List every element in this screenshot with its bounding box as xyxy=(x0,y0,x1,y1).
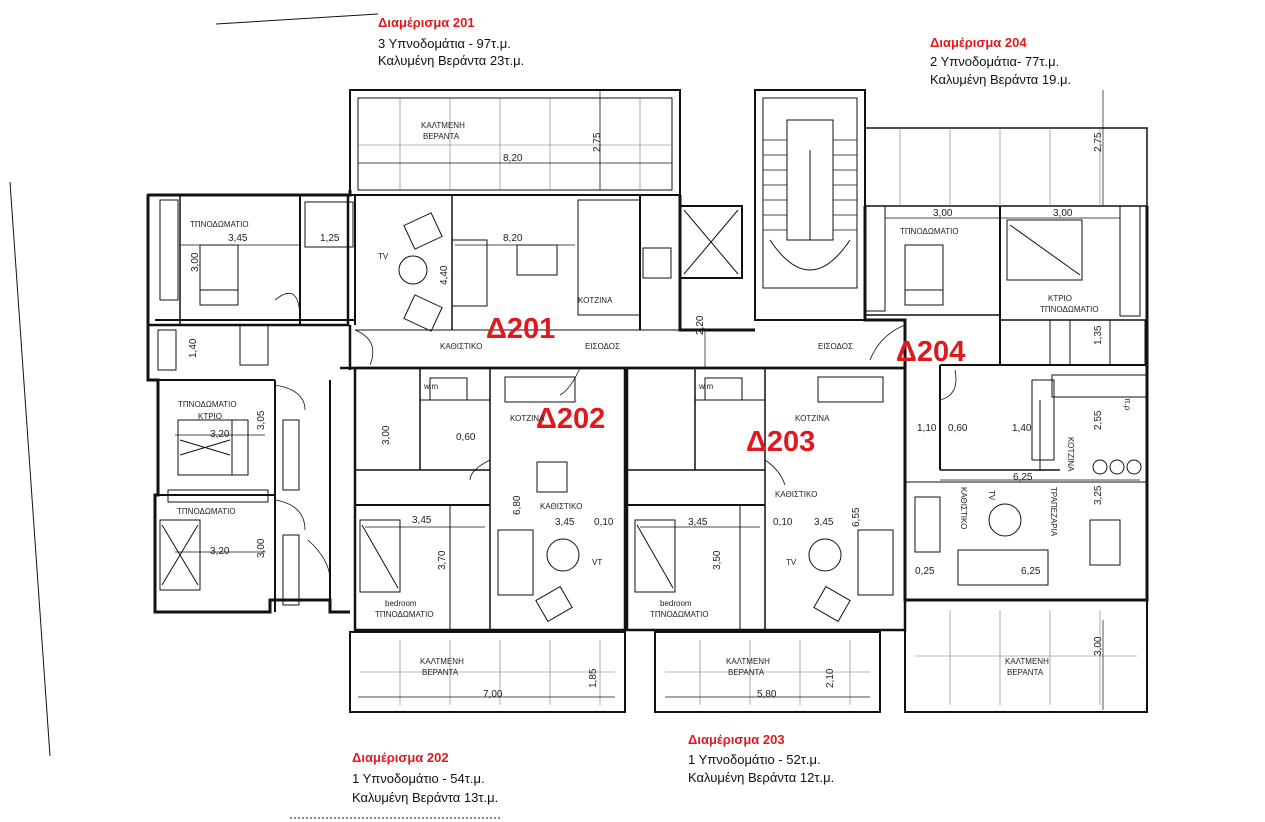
vt-label-202: VT xyxy=(592,558,603,567)
dim-bedroom3-h-201: 3,00 xyxy=(256,538,267,558)
room-master-204-b: ΤΠΝΟΔΩΜΑΤΙΟ xyxy=(1040,305,1099,314)
dim-kitchen-h-204: 2,55 xyxy=(1093,410,1104,430)
dim-veranda-depth-204: 2,75 xyxy=(1093,132,1104,152)
dim-gap-204: 0,60 xyxy=(948,423,968,434)
room-master-201-a: ΚΤΡΙΟ xyxy=(198,412,223,421)
veranda-label-1b: ΒΕΡΑΝΤΑ xyxy=(423,132,460,141)
wm-label-202: w.m xyxy=(424,382,439,391)
apt-204-line1: 2 Υπνοδομάτια- 77τ.μ. xyxy=(930,54,1060,69)
veranda-label-4b: ΒΕΡΑΝΤΑ xyxy=(1007,668,1044,677)
dim-living-h-201: 4,40 xyxy=(439,265,450,285)
dim-bedroom-w-201: 3,45 xyxy=(228,233,248,244)
room-dining-204: ΤΡΑΠΕΖΑΡΙΑ xyxy=(1049,487,1058,537)
veranda-label-3a: ΚΑΛΤΜΕΝΗ xyxy=(726,657,770,666)
dim-bath-h-204: 1,35 xyxy=(1093,325,1104,345)
badge-d204: Δ204 xyxy=(896,336,966,368)
dim-living-w-201: 8,20 xyxy=(503,233,523,244)
dim-gap-203: 0,10 xyxy=(773,517,793,528)
dim-veranda-h-204: 3,00 xyxy=(1093,636,1104,656)
dim-bath-w-201: 1,25 xyxy=(320,233,340,244)
veranda-label-2b: ΒΕΡΑΝΤΑ xyxy=(422,668,459,677)
dim-hall-w-204: 1,10 xyxy=(917,423,937,434)
apt-202-line1: 1 Υπνοδομάτιο - 54τ.μ. xyxy=(352,771,485,786)
apt-203-line1: 1 Υπνοδομάτιο - 52τ.μ. xyxy=(688,752,821,767)
veranda-label-2a: ΚΑΛΤΜΕΝΗ xyxy=(420,657,464,666)
dim-bedroom-w-204: 3,00 xyxy=(933,208,953,219)
room-bedroom-201c: ΤΠΝΟΔΩΜΑΤΙΟ xyxy=(177,507,236,516)
dim-veranda-width-201: 8,20 xyxy=(503,153,523,164)
apt-204-line2: Καλυμένη Βεράντα 19.μ. xyxy=(930,72,1072,87)
room-master-201-b: ΤΠΝΟΔΩΜΑΤΙΟ xyxy=(178,400,237,409)
room-bedroom-201a: ΤΠΝΟΔΩΜΑΤΙΟ xyxy=(190,220,249,229)
dim-bath-w-204: 1,40 xyxy=(1012,423,1032,434)
room-kitchen-202: ΚΟΤΖΙΝΑ xyxy=(510,414,545,423)
dim-corridor: 2,20 xyxy=(695,315,706,335)
dim-master-w-204: 3,00 xyxy=(1053,208,1073,219)
dim-bath-h-201: 1,40 xyxy=(188,338,199,358)
dim-veranda-h-203: 2,10 xyxy=(825,668,836,688)
apt-203-title: Διαμέρισμα 203 xyxy=(688,732,785,747)
dim-bedroom-w-202: 3,45 xyxy=(412,515,432,526)
wm-label-203: w.m xyxy=(699,382,714,391)
badge-d203: Δ203 xyxy=(746,426,816,458)
dim-bath-gap-202: 0,60 xyxy=(456,432,476,443)
room-master-204-a: ΚΤΡΙΟ xyxy=(1048,294,1073,303)
badge-d201: Δ201 xyxy=(486,313,556,345)
room-living-202: ΚΑΘΙΣΤΙΚΟ xyxy=(540,502,583,511)
badge-d202: Δ202 xyxy=(536,403,606,435)
room-bedroom-203: ΤΠΝΟΔΩΜΑΤΙΟ xyxy=(650,610,709,619)
apt-202-title: Διαμέρισμα 202 xyxy=(352,750,449,765)
room-kitchen-201: ΚΟΤΖΙΝΑ xyxy=(578,296,613,305)
dim-veranda-w-203: 5,80 xyxy=(757,689,777,700)
dim-master-w-201: 3,20 xyxy=(210,429,230,440)
room-kitchen-203: ΚΟΤΖΙΝΑ xyxy=(795,414,830,423)
dim-master-h-201: 3,05 xyxy=(256,410,267,430)
room-bedroom-en-202: bedroom xyxy=(385,599,417,608)
dim-veranda-w-202: 7,00 xyxy=(483,689,503,700)
dim-living-w-202: 3,45 xyxy=(555,517,575,528)
dim-bedroom-h-202: 3,70 xyxy=(437,550,448,570)
room-living-203: ΚΑΘΙΣΤΙΚΟ xyxy=(775,490,818,499)
dim-kitchen-w-204: 6,25 xyxy=(1013,472,1033,483)
tv-label-201: TV xyxy=(378,252,389,261)
room-entrance-1: ΕΙΣΟΔΟΣ xyxy=(585,342,620,351)
dim-veranda-depth-201: 2,75 xyxy=(592,132,603,152)
dim-living-h-204: 3,25 xyxy=(1093,485,1104,505)
room-kitchen-204: ΚΟΤΖΙΝΑ xyxy=(1066,437,1075,472)
veranda-label-1a: ΚΑΛΤΜΕΝΗ xyxy=(421,121,465,130)
dim-bedroom-h-201: 3,00 xyxy=(190,252,201,272)
dim-living-w-203: 3,45 xyxy=(814,517,834,528)
apt-202-line2: Καλυμένη Βεράντα 13τ.μ. xyxy=(352,790,499,805)
room-bedroom-204: ΤΠΝΟΔΩΜΑΤΙΟ xyxy=(900,227,959,236)
dim-bedroom3-w-201: 3,20 xyxy=(210,546,230,557)
room-entrance-2: ΕΙΣΟΔΟΣ xyxy=(818,342,853,351)
room-living-204: ΚΑΘΙΣΤΙΚΟ xyxy=(959,487,968,530)
dim-gap2-204: 0,25 xyxy=(915,566,935,577)
dim-veranda-h-202: 1,85 xyxy=(588,668,599,688)
tv-label-204: TV xyxy=(987,490,996,501)
apt-204-title: Διαμέρισμα 204 xyxy=(930,35,1027,50)
tv-label-203: TV xyxy=(786,558,797,567)
dim-living-h-203: 6,55 xyxy=(851,507,862,527)
dim-bedroom-h-203: 3,50 xyxy=(712,550,723,570)
dim-bedroom-w-203: 3,45 xyxy=(688,517,708,528)
apt-201-line1: 3 Υπνοδομάτια - 97τ.μ. xyxy=(378,36,511,51)
dim-living-w-204: 6,25 xyxy=(1021,566,1041,577)
dim-living-h-202: 6,80 xyxy=(512,495,523,515)
room-bedroom-202: ΤΠΝΟΔΩΜΑΤΙΟ xyxy=(375,610,434,619)
apt-201-line2: Καλυμένη Βεράντα 23τ.μ. xyxy=(378,53,525,68)
apt-201-title: Διαμέρισμα 201 xyxy=(378,15,475,30)
veranda-label-3b: ΒΕΡΑΝΤΑ xyxy=(728,668,765,677)
dim-bath-h-202: 3,00 xyxy=(381,425,392,445)
room-living-201: ΚΑΘΙΣΤΙΚΟ xyxy=(440,342,483,351)
pr-label-204: π.ρ xyxy=(1123,398,1132,411)
room-bedroom-en-203: bedroom xyxy=(660,599,692,608)
apt-203-line2: Καλυμένη Βεράντα 12τ.μ. xyxy=(688,770,835,785)
dim-gap-202: 0,10 xyxy=(594,517,614,528)
veranda-label-4a: ΚΑΛΤΜΕΝΗ xyxy=(1005,657,1049,666)
